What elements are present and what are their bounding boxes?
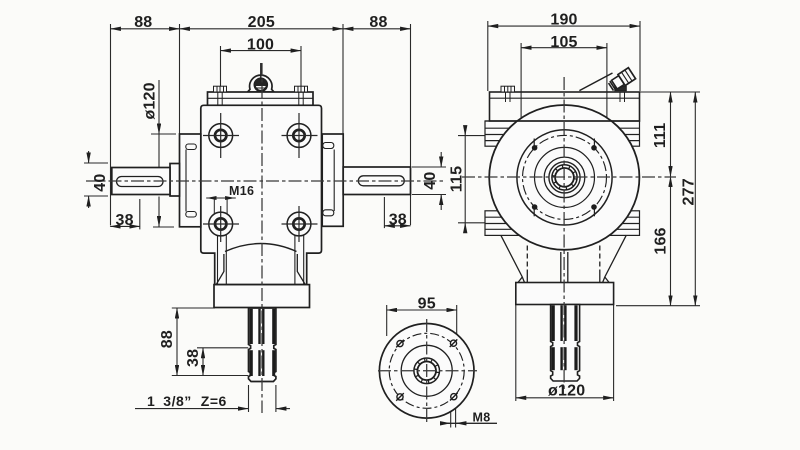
svg-text:M16: M16 bbox=[229, 184, 254, 198]
svg-text:88: 88 bbox=[369, 14, 387, 31]
svg-text:13/8”Z=6: 13/8”Z=6 bbox=[147, 393, 227, 409]
svg-text:166: 166 bbox=[653, 227, 670, 254]
svg-text:ø120: ø120 bbox=[141, 82, 158, 119]
svg-text:M8: M8 bbox=[473, 411, 491, 425]
svg-text:115: 115 bbox=[449, 166, 466, 192]
svg-text:38: 38 bbox=[185, 349, 202, 367]
svg-text:205: 205 bbox=[248, 14, 275, 31]
svg-text:88: 88 bbox=[159, 330, 176, 348]
svg-text:ø120: ø120 bbox=[548, 383, 585, 400]
svg-text:190: 190 bbox=[550, 12, 577, 29]
svg-text:277: 277 bbox=[681, 178, 698, 205]
svg-text:100: 100 bbox=[247, 37, 274, 54]
svg-text:38: 38 bbox=[389, 211, 407, 228]
svg-text:105: 105 bbox=[550, 34, 577, 51]
svg-text:40: 40 bbox=[422, 171, 439, 189]
svg-text:88: 88 bbox=[134, 14, 152, 31]
svg-text:40: 40 bbox=[92, 173, 109, 191]
svg-text:95: 95 bbox=[418, 295, 436, 312]
svg-text:111: 111 bbox=[652, 123, 669, 149]
svg-text:38: 38 bbox=[115, 212, 133, 229]
